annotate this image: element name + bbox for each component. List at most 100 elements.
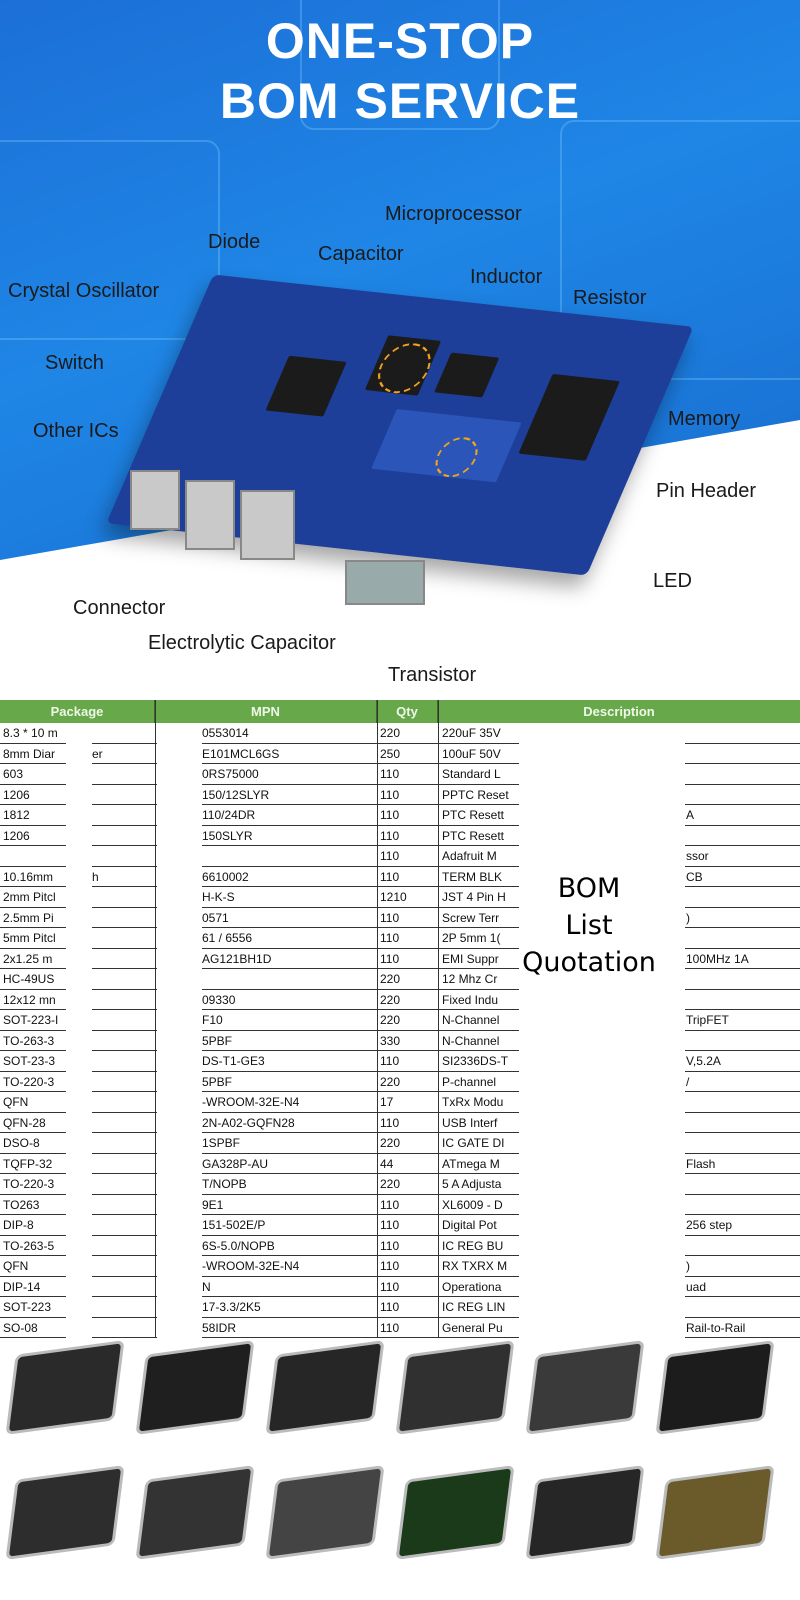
cell-pkg: SOT-223-I: [3, 1013, 59, 1027]
label-connector: Connector: [73, 597, 166, 619]
cell-pkg: 5mm Pitcl: [3, 931, 56, 945]
cell-mpn: 6610002: [202, 869, 249, 884]
circuit-trace: [300, 0, 500, 130]
cell-pkg-tail: h: [92, 869, 99, 884]
cell-desc-tail: Rail-to-Rail: [686, 1320, 746, 1335]
cell-desc: Standard L: [442, 767, 501, 781]
cell-desc: IC REG LIN: [442, 1300, 506, 1314]
cell-desc: ATmega M: [442, 1156, 500, 1171]
cell-pkg: SOT-23-3: [3, 1054, 56, 1068]
cell-mpn: 1SPBF: [202, 1136, 241, 1150]
cell-desc: Adafruit M: [442, 849, 497, 863]
cell-mpn: 58IDR: [202, 1320, 237, 1335]
circuit-trace: [560, 120, 800, 380]
ic-chip: [265, 355, 347, 417]
header-mpn: MPN: [155, 700, 377, 723]
cell-pkg: 2x1.25 m: [3, 951, 53, 966]
cell-pkg: DIP-14: [3, 1279, 41, 1294]
cell-qty: 110: [380, 767, 400, 781]
cell-mpn: 0553014: [202, 726, 249, 740]
cell-pkg: 2.5mm Pi: [3, 910, 54, 925]
label-memory: Memory: [668, 408, 741, 430]
cell-pkg: DIP-8: [3, 1218, 34, 1232]
cell-qty: 110: [380, 828, 400, 843]
cell-desc: Fixed Indu: [442, 992, 499, 1007]
cell-desc: General Pu: [442, 1320, 503, 1335]
label-electrolytic-capacitor: Electrolytic Capacitor: [148, 632, 336, 654]
cell-desc: N-Channel: [442, 1033, 500, 1048]
cell-qty: 220: [380, 1074, 401, 1089]
cell-qty: 220: [380, 726, 401, 740]
column-divider: [438, 700, 439, 1338]
sop-chip-icon: [528, 1468, 642, 1557]
cell-mpn: 150/12SLYR: [202, 787, 270, 802]
cell-mpn: -WROOM-32E-N4: [202, 1259, 300, 1273]
cell-mpn: 151-502E/P: [202, 1218, 266, 1232]
cell-desc: PTC Resett: [442, 808, 505, 822]
cell-desc-tail: ): [686, 1259, 690, 1273]
sot-chip-icon: [398, 1343, 512, 1432]
cell-pkg: TO263: [3, 1197, 40, 1212]
label-other-ics: Other ICs: [33, 420, 119, 442]
cell-mpn: 2N-A02-GQFN28: [202, 1115, 295, 1130]
cell-desc: PPTC Reset: [442, 787, 509, 802]
cell-qty: 110: [380, 1218, 400, 1232]
cell-mpn: 0RS75000: [202, 767, 259, 781]
cell-qty: 110: [380, 1279, 400, 1294]
cell-mpn: H-K-S: [202, 890, 235, 904]
header-package: Package: [0, 700, 155, 723]
redaction-mask: [66, 723, 92, 1338]
cell-mpn: F10: [202, 1013, 223, 1027]
cell-qty: 110: [380, 951, 400, 966]
lga-chip-icon: [658, 1468, 772, 1557]
cell-pkg: TO-263-3: [3, 1033, 55, 1048]
cell-mpn: 9E1: [202, 1197, 224, 1212]
cell-desc-tail: A: [686, 808, 695, 822]
cell-pkg: TO-263-5: [3, 1238, 55, 1253]
cell-desc: IC REG BU: [442, 1238, 504, 1253]
cell-desc: Operationa: [442, 1279, 502, 1294]
banner-title-line2: BOM SERVICE: [219, 73, 581, 129]
cell-qty: 110: [380, 869, 400, 884]
cell-desc: 100uF 50V: [442, 746, 501, 761]
cell-qty: 220: [380, 1136, 401, 1150]
cell-mpn: 09330: [202, 992, 236, 1007]
label-transistor: Transistor: [388, 664, 477, 686]
column-divider: [377, 700, 378, 1338]
cell-desc-tail: ): [686, 910, 690, 925]
cell-pkg: 8mm Diar: [3, 746, 56, 761]
cell-pkg: QFN: [3, 1259, 29, 1273]
column-divider: [155, 700, 156, 1338]
cell-desc: Digital Pot: [442, 1218, 497, 1232]
cell-pkg-tail: er: [92, 746, 103, 761]
cell-desc-tail: V,5.2A: [686, 1054, 721, 1068]
cell-pkg: DSO-8: [3, 1136, 40, 1150]
to263-chip-icon: [138, 1468, 252, 1557]
cell-desc-tail: /: [686, 1074, 690, 1089]
cell-mpn: DS-T1-GE3: [202, 1054, 265, 1068]
bga-chip-icon: [658, 1343, 772, 1432]
circuit-trace: [0, 140, 220, 340]
qfp-chip-icon: [8, 1343, 122, 1432]
cell-desc: P-channel: [442, 1074, 497, 1089]
banner: ONE-STOP BOM SERVICE Microprocessor Diod…: [0, 0, 800, 690]
label-inductor: Inductor: [470, 266, 543, 288]
cell-mpn: AG121BH1D: [202, 951, 272, 966]
header-qty: Qty: [377, 700, 438, 723]
smd-module-icon: [8, 1468, 122, 1557]
cell-qty: 1210: [380, 890, 407, 904]
